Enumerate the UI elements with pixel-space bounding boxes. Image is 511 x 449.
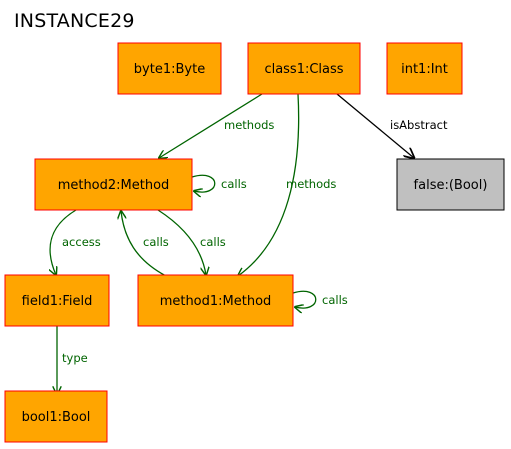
node-byte1[interactable]: byte1:Byte [117, 42, 222, 95]
edge-method2-access-field1: access [50, 209, 101, 275]
edge-label-calls: calls [221, 177, 247, 191]
node-field1[interactable]: field1:Field [4, 274, 110, 327]
node-label: false:(Bool) [414, 178, 488, 193]
node-label: int1:Int [401, 62, 448, 77]
node-label: method2:Method [58, 178, 170, 193]
edge-label-calls: calls [200, 235, 226, 249]
edge-method2-calls-self: calls [191, 174, 247, 192]
edge-class1-isabstract-false: isAbstract [336, 93, 448, 158]
edge-label-calls: calls [143, 235, 169, 249]
node-bool1[interactable]: bool1:Bool [4, 390, 108, 443]
node-label: method1:Method [160, 294, 272, 309]
edge-label-calls: calls [322, 293, 348, 307]
node-method2[interactable]: method2:Method [34, 158, 193, 211]
edge-method2-calls-method1: calls [157, 209, 226, 275]
node-label: bool1:Bool [22, 410, 91, 425]
node-label: byte1:Byte [134, 62, 205, 77]
node-label: class1:Class [264, 62, 343, 77]
edge-label-methods: methods [286, 177, 336, 191]
node-method1[interactable]: method1:Method [137, 274, 294, 327]
edge-label-type: type [62, 351, 88, 365]
edge-label-access: access [62, 235, 101, 249]
edge-method1-calls-method2: calls [121, 211, 169, 277]
edge-field1-type-bool1: type [57, 326, 88, 394]
node-label: field1:Field [22, 294, 93, 309]
edge-class1-methods-method1: methods [238, 93, 336, 276]
node-false-literal[interactable]: false:(Bool) [396, 158, 505, 211]
diagram-title: INSTANCE29 [14, 10, 135, 32]
edge-class1-methods-method2: methods [159, 93, 274, 158]
edge-method1-calls-self: calls [292, 290, 348, 308]
edge-label-methods: methods [224, 118, 274, 132]
node-int1[interactable]: int1:Int [386, 42, 463, 95]
edge-label-isabstract: isAbstract [390, 118, 448, 132]
node-class1[interactable]: class1:Class [247, 42, 361, 95]
